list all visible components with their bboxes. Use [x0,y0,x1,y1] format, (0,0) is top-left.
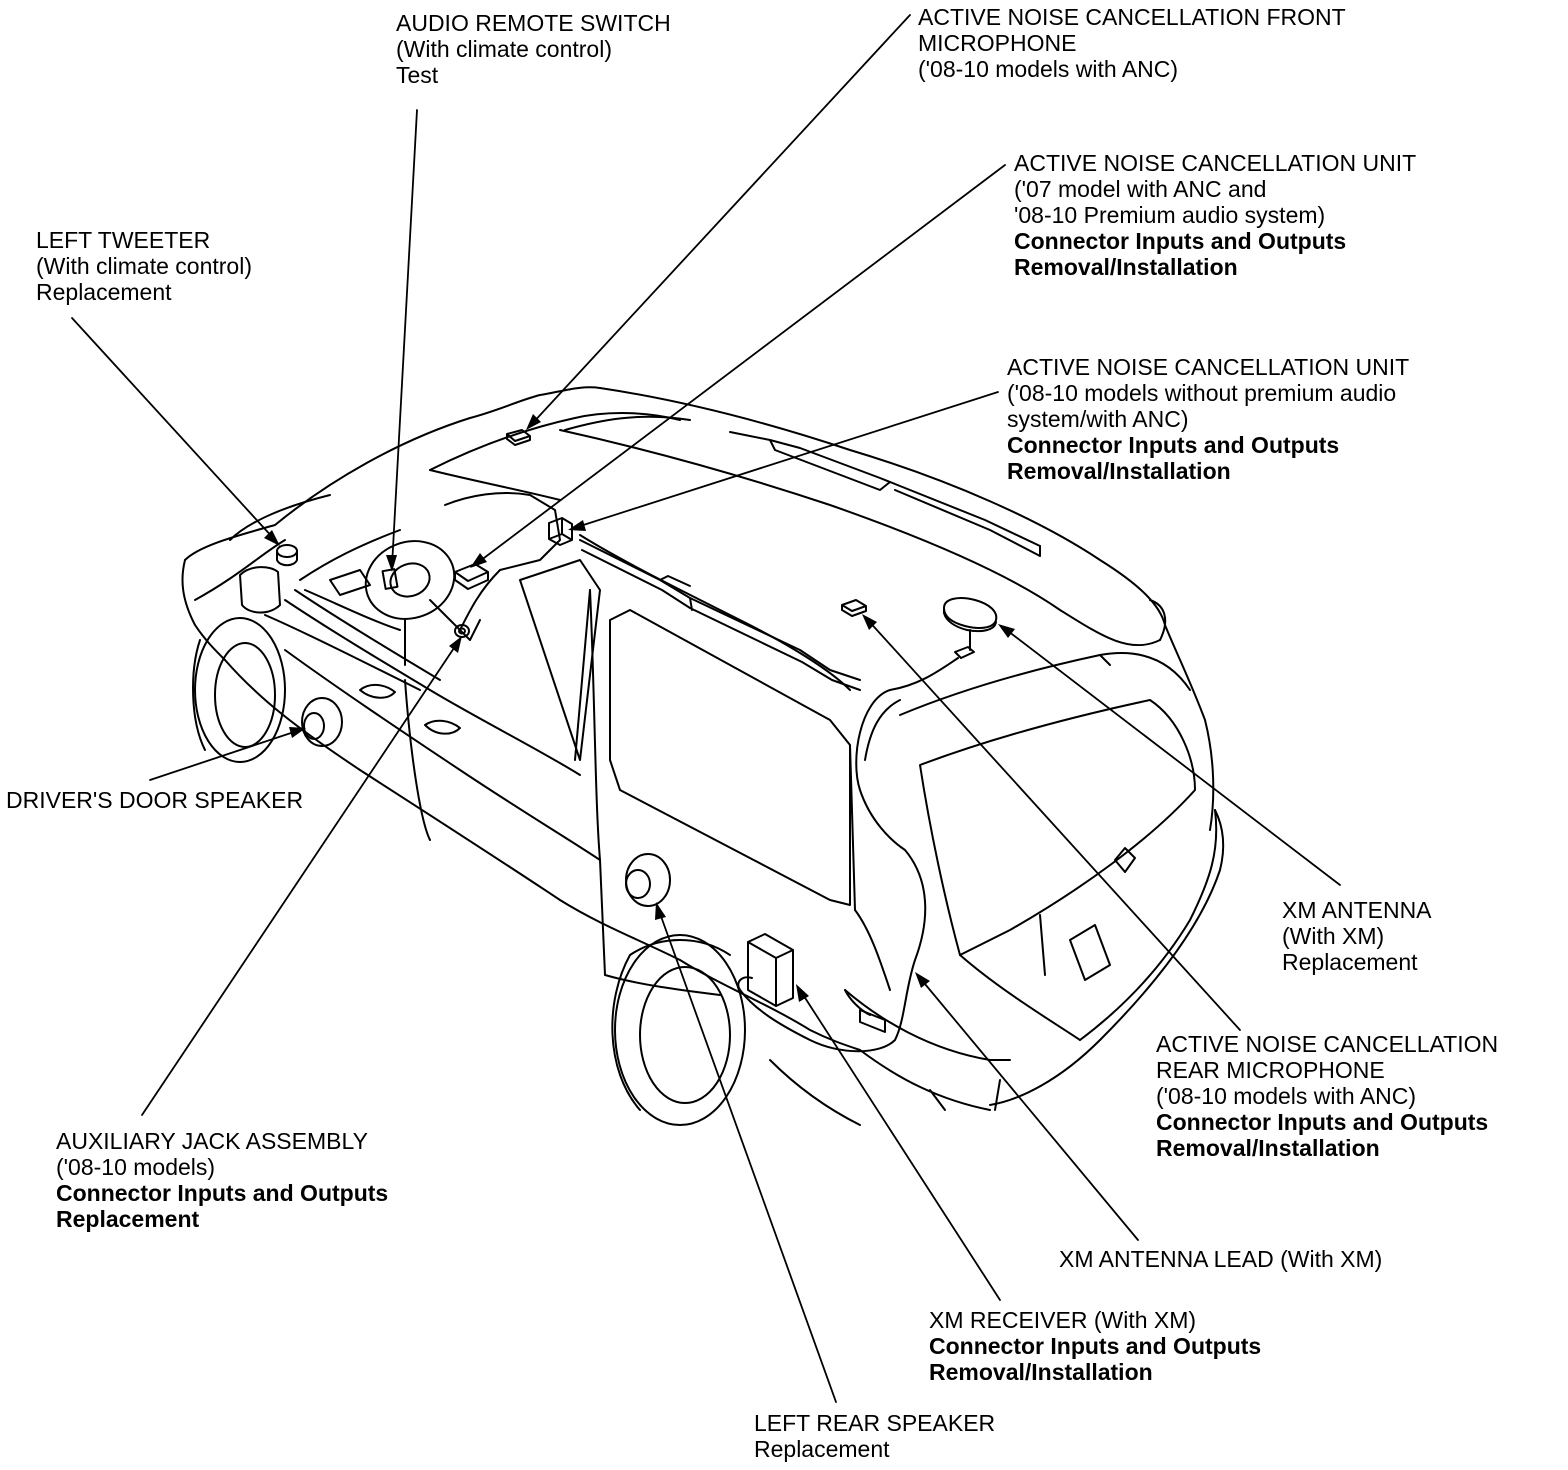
left-tweeter-part [276,544,298,567]
arrow-anc-front-mic [526,414,541,430]
audio-remote-switch-part [381,568,399,590]
callout-anc-unit-standard: ACTIVE NOISE CANCELLATION UNIT ('08-10 m… [1007,354,1409,484]
anc-unit-standard-connector-link[interactable]: Connector Inputs and Outputs [1007,432,1340,458]
xm-antenna-title: XM ANTENNA [1282,897,1432,923]
audio-remote-switch-action: Test [396,62,439,88]
arrow-left-rear-speaker [655,902,666,920]
arrow-drivers-door-speaker [289,727,306,738]
anc-rear-mic-part [841,599,867,617]
anc-front-mic-title: ACTIVE NOISE CANCELLATION FRONT [918,4,1346,30]
left-rear-speaker-title: LEFT REAR SPEAKER [754,1410,996,1436]
arrow-xm-receiver [796,984,809,1002]
arrow-xm-antenna-lead [915,972,930,988]
anc-unit-premium-note-1: ('07 model with ANC and [1014,176,1267,202]
xm-antenna-lead-part [737,657,959,1053]
aux-jack-title: AUXILIARY JACK ASSEMBLY [56,1128,368,1154]
leader-xm-antenna-lead [919,977,1139,1241]
front-wheel [192,617,286,763]
anc-unit-standard-part [548,517,573,546]
anc-rear-mic-connector-link[interactable]: Connector Inputs and Outputs [1156,1109,1489,1135]
anc-rear-mic-removal-link[interactable]: Removal/Installation [1156,1135,1380,1161]
xm-antenna-lead-title: XM ANTENNA LEAD (With XM) [1059,1246,1383,1272]
rear-wheel [611,934,746,1126]
aux-jack-note: ('08-10 models) [56,1154,216,1180]
anc-front-mic-part [506,429,531,446]
leader-left-tweeter [71,317,276,541]
anc-unit-premium-connector-link[interactable]: Connector Inputs and Outputs [1014,228,1347,254]
callout-anc-front-mic: ACTIVE NOISE CANCELLATION FRONT MICROPHO… [918,4,1346,82]
anc-unit-premium-removal-link[interactable]: Removal/Installation [1014,254,1238,280]
anc-rear-mic-title: ACTIVE NOISE CANCELLATION [1156,1031,1499,1057]
xm-receiver-connector-link[interactable]: Connector Inputs and Outputs [929,1333,1262,1359]
leader-left-rear-speaker [657,907,837,1403]
leader-anc-front-mic [529,14,911,427]
xm-antenna-note: (With XM) [1282,923,1385,949]
leader-xm-receiver [799,989,1001,1301]
left-rear-speaker-part [625,853,671,907]
anc-unit-premium-title: ACTIVE NOISE CANCELLATION UNIT [1014,150,1417,176]
leader-anc-unit-premium [475,164,1006,565]
anc-front-mic-title-cont: MICROPHONE [918,30,1077,56]
audio-remote-switch-note: (With climate control) [396,36,612,62]
drivers-door-speaker-part [301,697,343,747]
callout-left-tweeter: LEFT TWEETER (With climate control) Repl… [36,227,252,305]
leader-aux-jack [141,641,459,1116]
callout-anc-unit-premium: ACTIVE NOISE CANCELLATION UNIT ('07 mode… [1014,150,1416,280]
aux-jack-part [454,624,470,638]
callout-anc-rear-mic: ACTIVE NOISE CANCELLATION REAR MICROPHON… [1156,1031,1498,1161]
arrow-aux-jack [449,636,462,653]
callout-xm-antenna-lead: XM ANTENNA LEAD (With XM) [1059,1246,1382,1272]
callout-xm-antenna: XM ANTENNA (With XM) Replacement [1282,897,1432,975]
aux-jack-replacement-link[interactable]: Replacement [56,1206,200,1232]
anc-unit-standard-note-2: system/with ANC) [1007,406,1189,432]
arrow-anc-rear-mic [862,614,877,630]
anc-unit-premium-note-2: '08-10 Premium audio system) [1014,202,1326,228]
xm-antenna-part [943,597,998,659]
left-rear-speaker-action: Replacement [754,1436,890,1462]
steering-wheel [364,540,456,620]
car-body [181,386,1225,1126]
leader-lines [71,14,1341,1403]
arrow-xm-antenna [998,624,1015,638]
arrow-anc-unit-standard [568,520,586,531]
xm-receiver-removal-link[interactable]: Removal/Installation [929,1359,1153,1385]
left-tweeter-note: (With climate control) [36,253,252,279]
anc-unit-premium-part [454,563,489,590]
callout-left-rear-speaker: LEFT REAR SPEAKER Replacement [754,1410,995,1462]
anc-rear-mic-title-cont: REAR MICROPHONE [1156,1057,1385,1083]
leader-audio-remote-switch [391,109,418,567]
anc-front-mic-note: ('08-10 models with ANC) [918,56,1179,82]
aux-jack-connector-link[interactable]: Connector Inputs and Outputs [56,1180,389,1206]
xm-receiver-part [747,933,794,1007]
left-tweeter-action: Replacement [36,279,172,305]
anc-unit-standard-removal-link[interactable]: Removal/Installation [1007,458,1231,484]
xm-antenna-action: Replacement [1282,949,1418,975]
anc-rear-mic-note: ('08-10 models with ANC) [1156,1083,1417,1109]
components [276,429,998,1053]
callout-xm-receiver: XM RECEIVER (With XM) Connector Inputs a… [929,1307,1261,1385]
callout-aux-jack: AUXILIARY JACK ASSEMBLY ('08-10 models) … [56,1128,388,1232]
arrow-left-tweeter [264,530,280,546]
drivers-door-speaker-title: DRIVER'S DOOR SPEAKER [6,787,304,813]
leader-anc-rear-mic [865,617,1241,1031]
xm-receiver-title: XM RECEIVER (With XM) [929,1307,1197,1333]
leader-anc-unit-standard [573,391,999,529]
callout-audio-remote-switch: AUDIO REMOTE SWITCH (With climate contro… [396,10,671,88]
arrow-audio-remote-switch [386,555,397,572]
anc-unit-standard-title: ACTIVE NOISE CANCELLATION UNIT [1007,354,1410,380]
left-tweeter-title: LEFT TWEETER [36,227,211,253]
audio-remote-switch-title: AUDIO REMOTE SWITCH [396,10,671,36]
leader-xm-antenna [1003,627,1341,886]
arrow-anc-unit-premium [470,553,487,568]
callout-drivers-door-speaker: DRIVER'S DOOR SPEAKER [6,787,303,813]
anc-unit-standard-note-1: ('08-10 models without premium audio [1007,380,1397,406]
leader-drivers-door-speaker [149,729,301,781]
